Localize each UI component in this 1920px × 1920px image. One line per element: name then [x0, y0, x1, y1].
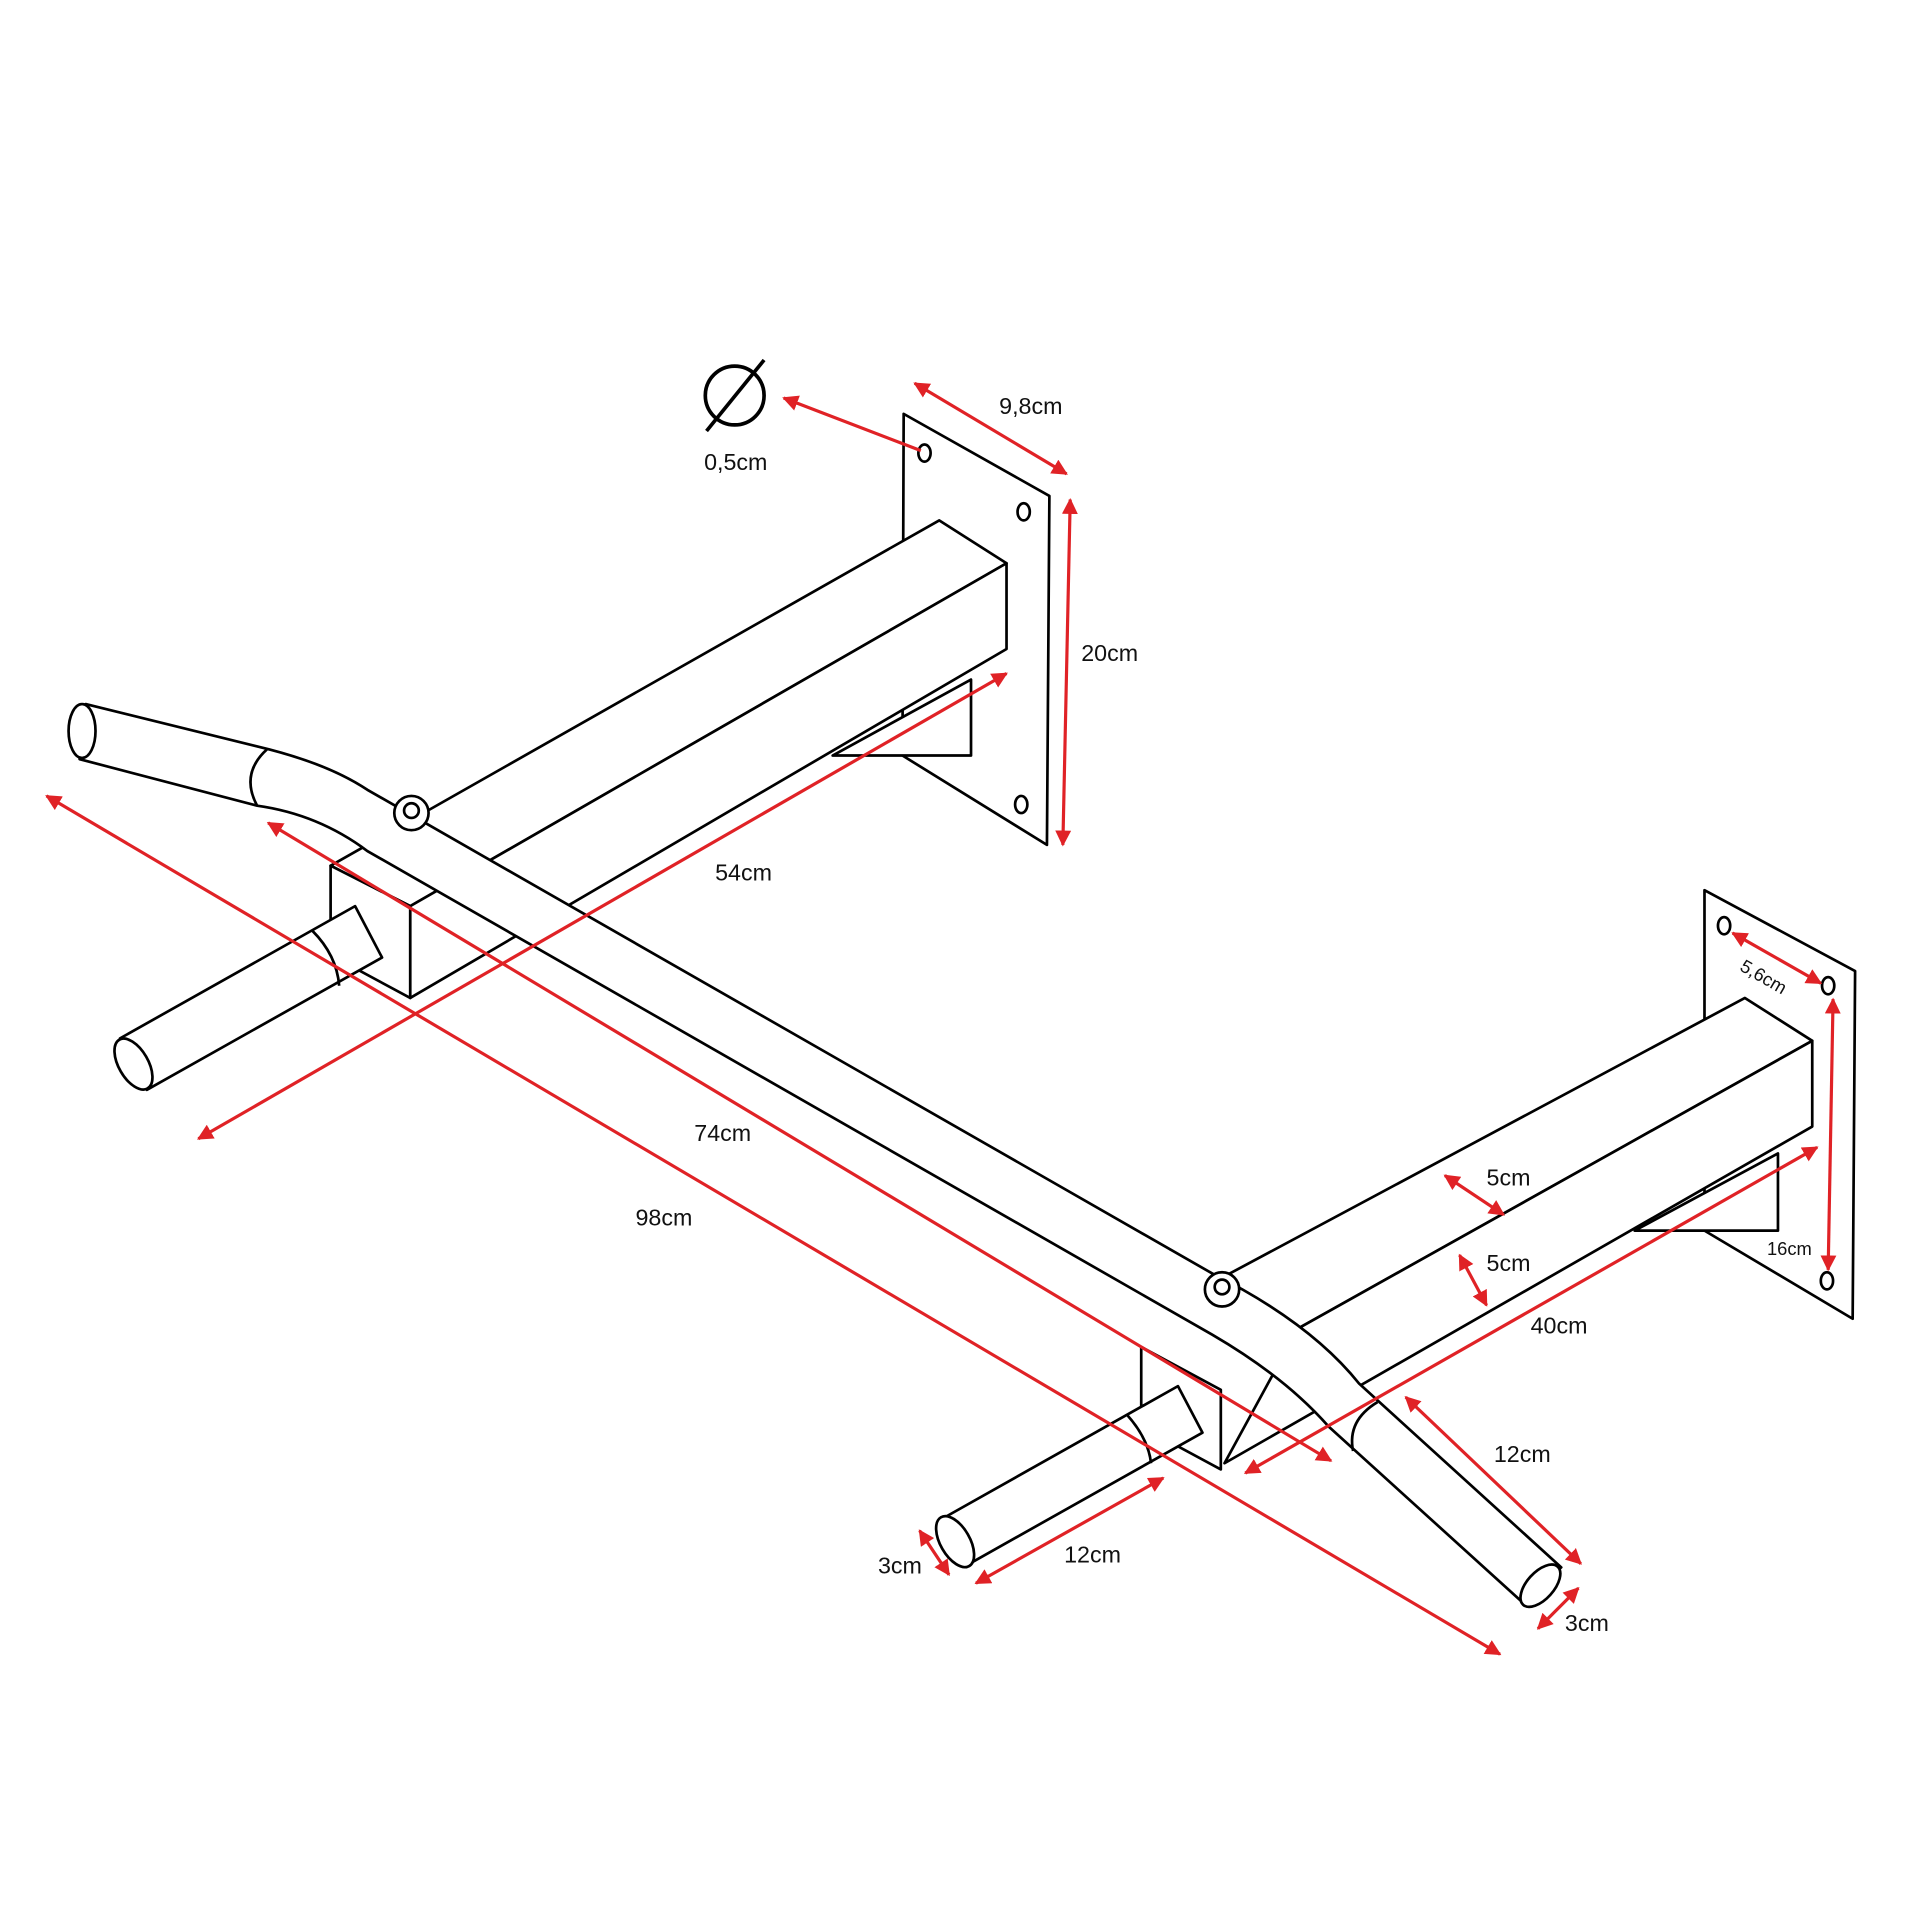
label-hole-spacing-v: 16cm: [1767, 1238, 1812, 1259]
screw-hole: [1016, 501, 1032, 522]
main-bar: [67, 702, 1563, 1609]
arrow-angled-grip-diameter: [1536, 1587, 1580, 1630]
label-bar-74: 74cm: [694, 1120, 751, 1146]
arrow-plate-width: [913, 381, 1068, 476]
arrow-hole-spacing-v: [1820, 997, 1841, 1272]
screw-hole: [1716, 915, 1732, 936]
label-tube-height: 5cm: [1487, 1250, 1531, 1276]
label-wall-distance: 40cm: [1531, 1312, 1588, 1338]
arrow-neutral-grip-length: [974, 1476, 1165, 1585]
screw-hole: [1820, 975, 1836, 996]
arrow-bar-98: [45, 794, 1502, 1656]
arrow-hole-diameter: [782, 395, 922, 453]
arrow-plate-height: [1055, 498, 1078, 847]
label-neutral-grip-diameter: 3cm: [878, 1552, 922, 1578]
arrow-bar-74: [266, 821, 1333, 1463]
label-hole-diameter: 0,5cm: [704, 449, 767, 475]
screw-hole: [1013, 794, 1029, 815]
screw-hole: [1819, 1270, 1835, 1291]
arrow-wall-distance: [1243, 1145, 1819, 1475]
label-arm-length: 54cm: [715, 859, 772, 885]
left-arm: [329, 519, 1008, 1000]
arrow-neutral-grip-diameter: [918, 1529, 951, 1577]
arrow-hole-spacing-h: [1731, 931, 1823, 985]
label-neutral-grip-length: 12cm: [1064, 1541, 1121, 1567]
dimension-arrows: [45, 381, 1841, 1656]
label-angled-grip-length: 12cm: [1494, 1441, 1551, 1467]
left-neutral-handle: [113, 904, 384, 1092]
label-plate-height: 20cm: [1081, 640, 1138, 666]
label-tube-width: 5cm: [1487, 1164, 1531, 1190]
screw-hole: [917, 443, 932, 463]
label-plate-width: 9,8cm: [999, 393, 1062, 419]
label-bar-98: 98cm: [636, 1205, 693, 1231]
diameter-symbol-icon: [703, 358, 766, 433]
label-angled-grip-diameter: 3cm: [1565, 1610, 1609, 1636]
arrow-angled-grip-length: [1404, 1395, 1582, 1565]
